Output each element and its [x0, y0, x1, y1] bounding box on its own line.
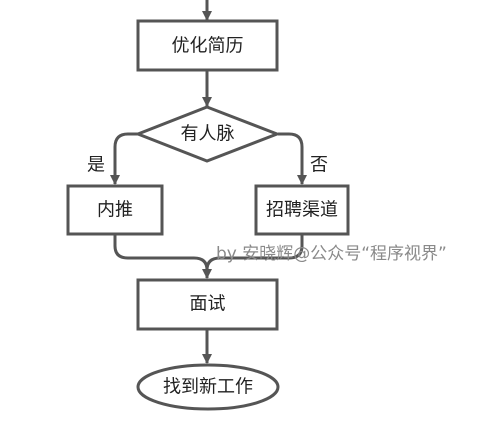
node-label: 找到新工作	[163, 377, 253, 398]
node-interview: 面试	[136, 278, 279, 331]
connectors	[110, 0, 307, 364]
node-find-job: 找到新工作	[136, 363, 280, 411]
connector-recruit-channels-to-interview	[205, 234, 304, 271]
node-label: 有人脉	[181, 124, 235, 145]
node-label: 招聘渠道	[266, 200, 338, 221]
process-box	[136, 278, 279, 331]
node-label: 面试	[190, 294, 226, 315]
node-optimize-resume: 优化简历	[136, 19, 279, 72]
decision-diamond	[133, 105, 282, 163]
branch-label-yes: 是	[87, 155, 105, 176]
node-label: 优化简历	[172, 36, 244, 57]
connector-decision-yes-to-referral	[110, 132, 138, 185]
branch-label-no: 否	[310, 155, 328, 176]
watermark-text: by 安晓辉@公众号“程序视界”	[216, 244, 447, 264]
node-referral: 内推	[66, 184, 164, 236]
node-recruit-channels: 招聘渠道	[254, 184, 350, 236]
process-box	[254, 184, 350, 236]
terminal-ellipse	[136, 363, 280, 411]
connector-referral-to-interview	[113, 234, 212, 279]
process-box	[136, 19, 279, 72]
connector-decision-no-to-recruit-channels	[278, 132, 307, 185]
node-has-connections: 有人脉	[133, 105, 282, 163]
node-label: 内推	[97, 200, 133, 221]
process-box	[66, 184, 164, 236]
